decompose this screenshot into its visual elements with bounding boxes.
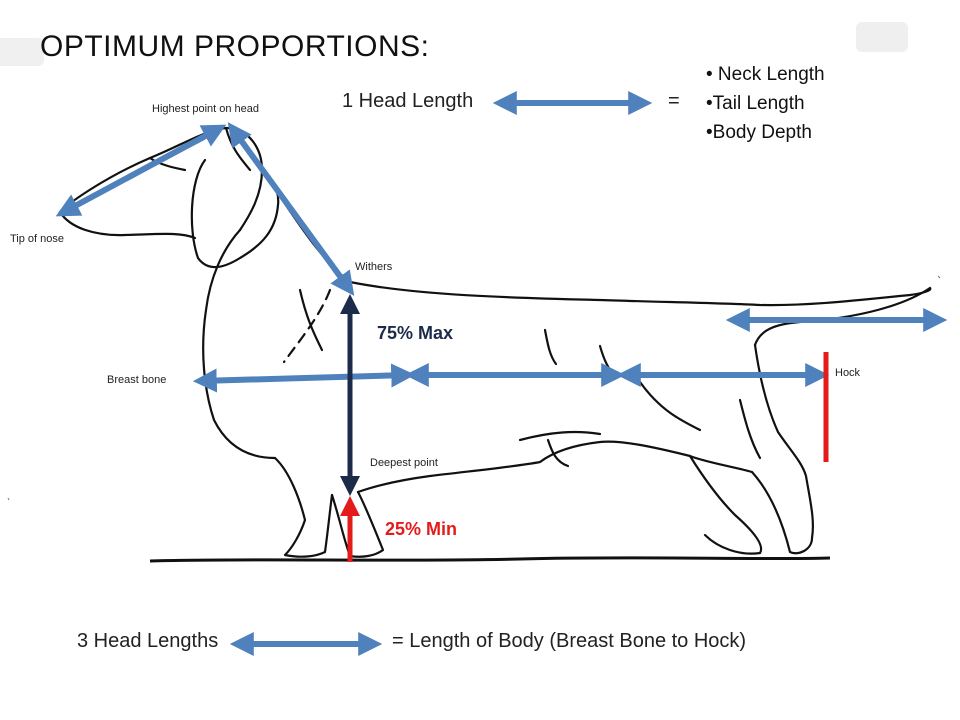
corner-tab-left <box>0 38 44 66</box>
arrow-neck-length <box>227 122 355 296</box>
equals-sign: = <box>668 90 680 112</box>
label-head-top: Highest point on head <box>152 103 260 115</box>
arrow-body-segment-1 <box>192 363 416 393</box>
dog-outline <box>58 126 932 558</box>
equivalents-list: • Neck Length •Tail Length •Body Depth <box>706 60 825 147</box>
label-breast-bone: Breast bone <box>107 374 167 386</box>
depth-max-label: 75% Max <box>377 323 454 343</box>
equivalent-tail-length: •Tail Length <box>706 93 805 114</box>
equivalent-neck-length: • Neck Length <box>706 64 825 85</box>
edge-tick <box>7 497 10 501</box>
body-length-label: = Length of Body (Breast Bone to Hock) <box>392 630 747 652</box>
ground-line <box>149 556 831 563</box>
equivalent-body-depth: •Body Depth <box>706 122 812 143</box>
proportion-arrows <box>55 91 948 656</box>
label-deepest-point: Deepest point <box>370 457 438 469</box>
label-withers: Withers <box>355 261 393 273</box>
three-head-lengths-label: 3 Head Lengths <box>77 630 219 652</box>
leg-min-label: 25% Min <box>385 519 458 539</box>
label-nose-tip: Tip of nose <box>10 233 65 245</box>
tail-tick <box>937 275 941 279</box>
arrow-head-length-inner <box>139 136 206 174</box>
slide-title: OPTIMUM PROPORTIONS: <box>40 30 430 63</box>
label-hock: Hock <box>835 367 861 379</box>
corner-tab-right <box>856 22 908 52</box>
head-length-label: 1 Head Length <box>342 90 474 112</box>
